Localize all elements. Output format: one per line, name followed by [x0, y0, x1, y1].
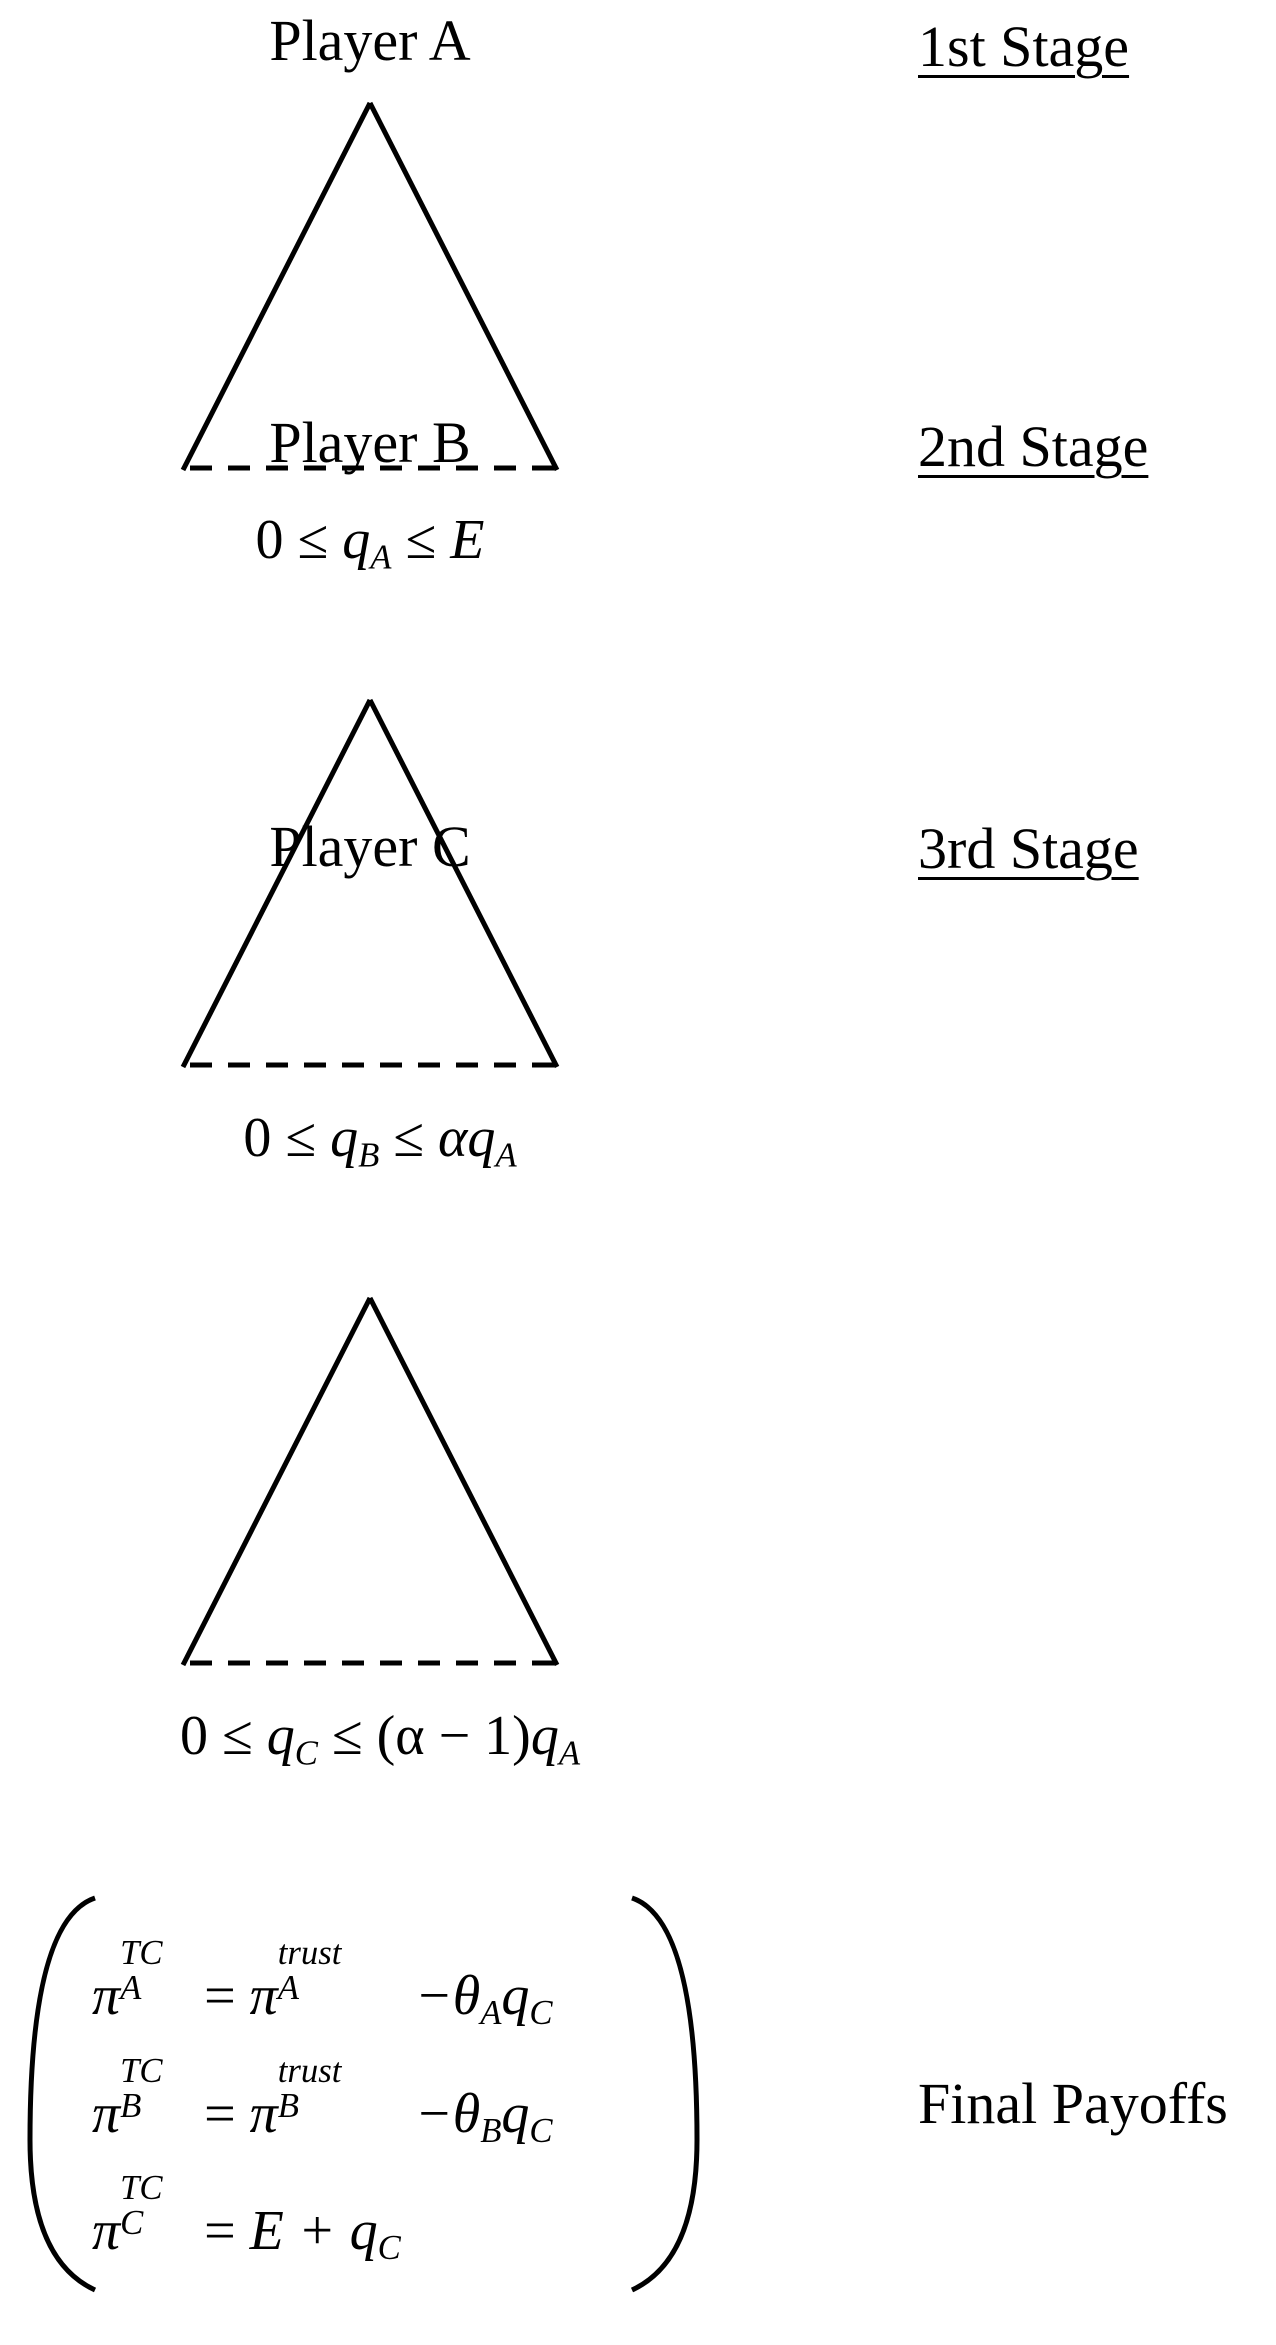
payoff-right-parenthesis [630, 1895, 700, 2293]
player-b-label: Player B [269, 410, 471, 475]
stage-3-label: 3rd Stage [918, 816, 1139, 881]
stage-2-tree [180, 698, 560, 1069]
final-payoffs-label: Final Payoffs [918, 2071, 1228, 2136]
tree-branch-left [180, 101, 373, 472]
stage-2-constraint: 0 ≤ qB ≤ αqA [243, 1107, 517, 1175]
tree-branch-right [367, 1296, 560, 1667]
player-a-label: Player A [269, 8, 471, 73]
tree-branch-left [180, 1296, 373, 1667]
stage-1-constraint: 0 ≤ qA ≤ E [255, 509, 485, 577]
payoff-left-parenthesis [27, 1895, 97, 2293]
stage-1-label: 1st Stage [918, 14, 1130, 79]
tree-branch-right [367, 698, 560, 1069]
tree-branch-left [180, 698, 373, 1069]
stage-3-tree [180, 1296, 560, 1667]
stage-3-constraint: 0 ≤ qC ≤ (α − 1)qA [179, 1705, 581, 1773]
stage-2-label: 2nd Stage [918, 414, 1149, 479]
tree-branch-right [367, 101, 560, 472]
stage-1-tree [180, 101, 560, 472]
